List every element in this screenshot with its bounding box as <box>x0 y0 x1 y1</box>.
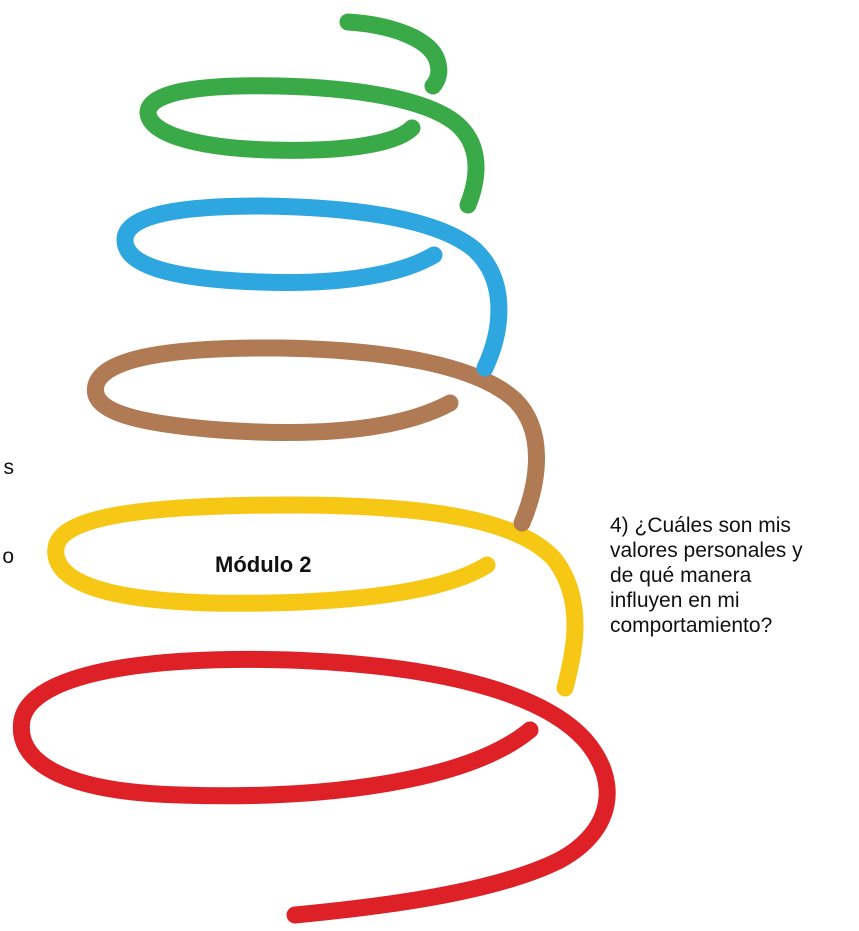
module-label: Módulo 2 <box>215 552 312 577</box>
question-line-2: valores personales y <box>610 539 803 562</box>
question-text: 4) ¿Cuáles son mis valores personales y … <box>610 513 859 638</box>
brown-coil <box>86 339 545 532</box>
question-line-4: influyen en mi <box>610 589 740 612</box>
yellow-coil <box>47 496 584 697</box>
left-clipped-text-2: o <box>2 545 14 568</box>
question-line-3: de qué manera <box>610 564 752 587</box>
question-line-5: comportamiento? <box>610 614 773 637</box>
green-coil <box>139 77 485 214</box>
green-coil-tail <box>339 13 448 95</box>
red-coil <box>12 650 616 924</box>
question-line-1: 4) ¿Cuáles son mis <box>610 514 791 537</box>
left-clipped-text-1: s <box>3 456 15 479</box>
blue-coil <box>116 197 508 377</box>
